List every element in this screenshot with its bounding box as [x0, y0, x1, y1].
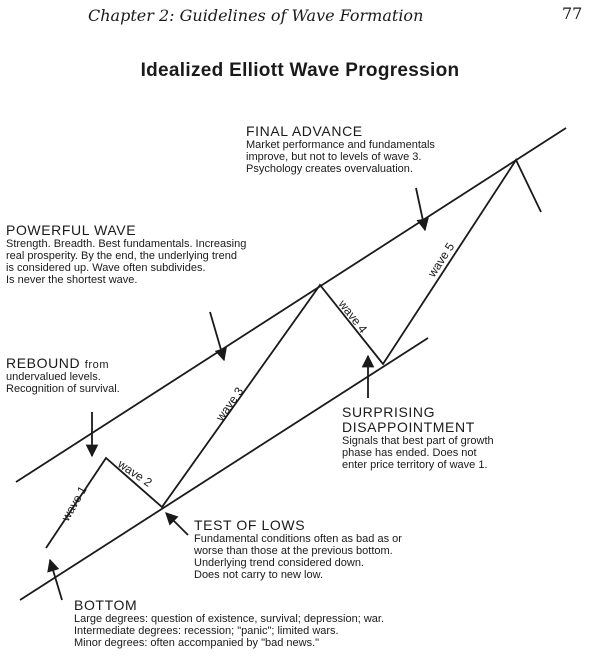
annotation-surprising-disappointment: SURPRISING DISAPPOINTMENT Signals that b… — [342, 404, 494, 472]
test-of-lows-heading: TEST OF LOWS — [194, 517, 306, 533]
powerful-wave-heading: POWERFUL WAVE — [6, 222, 137, 238]
final-advance-line: Market performance and fundamentals — [246, 139, 435, 151]
surprising-disappointment-heading: SURPRISING — [342, 404, 436, 420]
arrow-final-advance — [415, 187, 429, 232]
annotation-test-of-lows: TEST OF LOWS Fundamental conditions ofte… — [194, 517, 402, 582]
powerful-wave-line: is considered up. Wave often subdivides. — [6, 262, 206, 274]
test-of-lows-line: Does not carry to new low. — [194, 569, 324, 581]
surprising-disappointment-line: Signals that best part of growth — [342, 435, 494, 447]
test-of-lows-line: worse than those at the previous bottom. — [194, 545, 393, 557]
rebound-line: undervalued levels. — [6, 371, 101, 383]
annotation-powerful-wave: POWERFUL WAVE Strength. Breadth. Best fu… — [6, 222, 247, 287]
lower-channel-line — [19, 337, 429, 601]
wave-path — [45, 158, 542, 549]
final-advance-line: Psychology creates overvaluation. — [246, 163, 413, 175]
wave-3-label: wave 3 — [212, 384, 246, 424]
bottom-line: Large degrees: question of existence, su… — [74, 613, 385, 625]
test-of-lows-line: Fundamental conditions often as bad as o… — [194, 533, 402, 545]
annotation-final-advance: FINAL ADVANCE Market performance and fun… — [246, 123, 435, 176]
wave-4-label: wave 4 — [335, 296, 370, 336]
powerful-wave-line: Is never the shortest wave. — [6, 274, 138, 286]
rebound-heading: REBOUND — [6, 355, 81, 371]
bottom-line: Intermediate degrees: recession; "panic"… — [74, 625, 339, 637]
arrow-test-of-lows — [165, 512, 189, 536]
annotation-rebound: REBOUND from undervalued levels. Recogni… — [6, 355, 120, 396]
arrow-bottom — [47, 558, 63, 601]
wave-1-label: wave 1 — [58, 483, 90, 524]
rebound-line: Recognition of survival. — [6, 383, 120, 395]
diagram-title: Idealized Elliott Wave Progression — [140, 60, 460, 81]
upper-channel-line — [15, 127, 567, 483]
bottom-line: Minor degrees: often accompanied by "bad… — [74, 637, 320, 649]
page-number: 77 — [562, 4, 583, 23]
test-of-lows-line: Underlying trend considered down. — [194, 557, 364, 569]
surprising-disappointment-heading: DISAPPOINTMENT — [342, 419, 475, 435]
powerful-wave-line: Strength. Breadth. Best fundamentals. In… — [6, 238, 247, 250]
wave-2-label: wave 2 — [114, 456, 154, 490]
annotation-bottom: BOTTOM Large degrees: question of existe… — [74, 597, 385, 650]
bottom-heading: BOTTOM — [74, 597, 138, 613]
surprising-disappointment-line: phase has ended. Does not — [342, 447, 477, 459]
rebound-heading-suffix: from — [84, 359, 110, 371]
chapter-header: Chapter 2: Guidelines of Wave Formation — [88, 6, 424, 25]
powerful-wave-line: real prosperity. By the end, the underly… — [6, 250, 237, 262]
surprising-disappointment-line: enter price territory of wave 1. — [342, 459, 488, 471]
arrow-powerful-wave — [209, 311, 227, 362]
final-advance-line: improve, but not to levels of wave 3. — [246, 151, 422, 163]
final-advance-heading: FINAL ADVANCE — [246, 123, 363, 139]
